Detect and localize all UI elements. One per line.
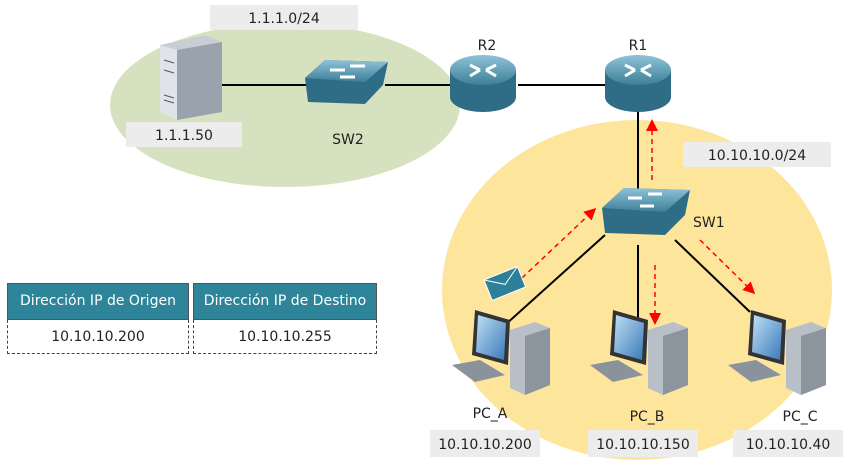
r1-router-icon	[605, 55, 671, 112]
right-subnet-label: 10.10.10.0/24	[708, 148, 806, 164]
source-ip-value: 10.10.10.200	[7, 320, 189, 354]
r2-label: R2	[478, 38, 497, 54]
server-ip-label: 1.1.1.50	[155, 128, 213, 144]
header-destination-ip: Dirección IP de Destino	[193, 283, 377, 320]
sw1-switch-icon	[602, 188, 690, 235]
sw2-label: SW2	[332, 132, 364, 148]
pc-a-label: PC_A	[473, 406, 508, 422]
server-icon	[160, 35, 222, 120]
r1-label: R1	[629, 38, 648, 54]
envelope-icon	[483, 265, 527, 302]
header-source-ip: Dirección IP de Origen	[7, 283, 189, 320]
pc-c-computer-icon	[728, 310, 826, 395]
pc-b-computer-icon	[590, 310, 688, 395]
links	[222, 84, 751, 326]
flow-arrows	[521, 119, 756, 325]
pc-a-computer-icon	[452, 310, 550, 395]
pc-a-ip: 10.10.10.200	[438, 437, 532, 453]
pc-b-label: PC_B	[630, 409, 665, 425]
arrow-sw1-to-pcc	[699, 239, 756, 295]
packet-table: Dirección IP de Origen Dirección IP de D…	[7, 283, 377, 354]
destination-ip-value: 10.10.10.255	[193, 320, 377, 354]
pc-b-ip: 10.10.10.150	[596, 437, 690, 453]
arrow-pca-to-sw1	[521, 207, 597, 279]
pc-c-label: PC_C	[783, 409, 818, 425]
sw2-switch-icon	[305, 60, 388, 104]
r2-router-icon	[450, 55, 516, 112]
sw1-label: SW1	[693, 215, 725, 231]
pc-c-ip: 10.10.10.40	[746, 437, 831, 453]
left-subnet-label: 1.1.1.0/24	[248, 11, 320, 27]
